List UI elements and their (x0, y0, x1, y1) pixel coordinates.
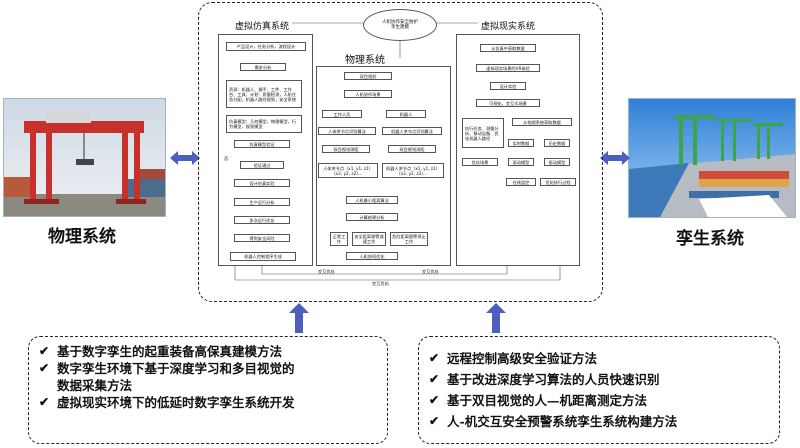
checkmark-icon: ✔ (429, 372, 440, 386)
method-item-continuation: 数据采集方法 (39, 377, 379, 394)
left-step-6: 验证通过 (240, 161, 284, 169)
method-item: ✔ 基于双目视觉的人—机距离测定方法 (429, 390, 771, 411)
method-text: 远程控制高级安全验证方法 (447, 351, 598, 366)
right-step-2: 虚拟现实场景的VR体验 (476, 64, 540, 72)
left-step-9: 多次运行优化 (234, 216, 290, 224)
center-step-stereo-right: 双目视觉测距 (388, 145, 436, 153)
checkmark-icon: ✔ (429, 414, 440, 428)
center-step-optimize: 人机协同优化 (346, 252, 398, 260)
method-item: ✔ 虚拟现实环境下的低延时数字孪生系统开发 (39, 394, 379, 411)
center-step-robot-joint-algo: 机器人关节点识别算法 (382, 127, 442, 135)
method-item: ✔ 数字孪生环境下基于深度学习和多目视觉的 (39, 360, 379, 377)
checkmark-icon: ✔ (429, 393, 440, 407)
left-step-5: 仿真模型验证 (234, 140, 290, 148)
left-step-10: 得到安全风险 (234, 234, 290, 242)
feedback-label-2: 交互优化 (422, 269, 439, 274)
physical-crane-photo (3, 98, 166, 217)
right-step-9: 驱动模型 (508, 158, 534, 166)
left-step-7: 设计仿真实验 (234, 179, 290, 187)
method-text: 数字孪生环境下基于深度学习和多目视觉的 (57, 361, 295, 376)
method-text: 基于双目视觉的人—机距离测定方法 (447, 393, 648, 408)
left-double-arrow (170, 151, 200, 165)
method-item: ✔ 人-机交互安全预警系统孪生系统构建方法 (429, 411, 771, 432)
left-step-8: 生产运行分析 (234, 198, 290, 206)
right-step-8: 历史数据 (544, 139, 570, 147)
center-step-min-distance: 人机最小距离算法 (346, 196, 398, 204)
left-up-arrow (289, 303, 309, 333)
checkmark-icon: ✔ (39, 344, 50, 358)
center-step-worker: 工作人员 (322, 110, 362, 118)
right-step-5: 执行任务、测量分析、移动设备、优化机器人路径 (462, 118, 504, 148)
center-step-danger-warning: 危险距离报警停止工作 (390, 232, 428, 246)
architecture-diagram-frame (198, 2, 603, 302)
method-list-left: ✔ 基于数字孪生的起重装备高保真建模方法 ✔ 数字孪生环境下基于深度学习和多目视… (28, 336, 388, 444)
left-step-3: 资源：机器人、操手、工件、工作台、工具；计划：质量检测，人机任务分配，机器人路径… (226, 80, 302, 108)
method-text: 基于改进深度学习算法的人员快速识别 (447, 372, 660, 387)
right-step-4: 可视化，交互式场景 (476, 99, 540, 107)
center-step-robot: 机器人 (386, 110, 426, 118)
method-item: ✔ 远程控制高级安全验证方法 (429, 348, 771, 369)
method-text: 虚拟现实环境下的低延时数字孪生系统开发 (57, 395, 295, 410)
center-step-result-analysis: 计算结果分析 (346, 213, 398, 221)
right-step-3: 设计实验 (490, 82, 526, 90)
top-bubble-text: 人机协作安全防护孪生建模 (382, 19, 418, 31)
method-item: ✔ 基于改进深度学习算法的人员快速识别 (429, 369, 771, 390)
right-double-arrow (600, 151, 630, 165)
virtual-simulation-title: 虚拟仿真系统 (232, 19, 293, 32)
right-up-arrow (486, 303, 506, 333)
virtual-reality-panel (456, 34, 580, 266)
center-step-scene: 人机协作场景 (344, 90, 392, 98)
left-step-11: 机器人控制程序生成 (230, 252, 296, 261)
checkmark-icon: ✔ (39, 361, 50, 375)
physical-system-title: 物理系统 (342, 51, 388, 66)
center-step-robot-coords: 机器人关节点（x1, y1, z1）(x2, y2, z2)... (382, 163, 444, 178)
left-step-1: 产品设计，任务分析，流程设计 (226, 42, 306, 51)
feedback-label-3: 交互优化 (372, 281, 389, 286)
virtual-simulation-panel (218, 34, 313, 266)
right-step-1: 从仿真中获取数据 (480, 44, 536, 52)
center-step-normal: 正常工作 (330, 232, 348, 246)
left-step-4: 仿真模型：几何模型，物理模型，行为模型，规则模型 (226, 115, 302, 133)
method-text: 基于数字孪生的起重装备高保真建模方法 (57, 344, 283, 359)
center-step-safe-warning: 安全距离报警减速工作 (352, 232, 386, 246)
method-text: 数据采集方法 (57, 378, 133, 393)
checkmark-icon: ✔ (39, 395, 50, 409)
top-bubble: 人机协作安全防护孪生建模 (363, 9, 437, 41)
checkmark-icon: ✔ (429, 351, 440, 365)
center-step-human-coords: 人体关节点（x1, y1, z1）(x2, y2, z2)... (318, 163, 378, 178)
method-list-right: ✔ 远程控制高级安全验证方法 ✔ 基于改进深度学习算法的人员快速识别 ✔ 基于双… (418, 336, 780, 444)
right-step-7: 实时数据 (508, 139, 534, 147)
right-step-12: 在线监控 (506, 178, 536, 186)
twin-system-label: 孪生系统 (676, 229, 744, 249)
virtual-reality-title: 虚拟现实系统 (478, 19, 539, 32)
center-step-stereo-left: 双目视觉测距 (322, 145, 370, 153)
method-item: ✔ 基于数字孪生的起重装备高保真建模方法 (39, 343, 379, 360)
method-text: 人-机交互安全预警系统孪生系统构建方法 (447, 414, 678, 429)
left-no-label: 否 (224, 156, 229, 161)
feedback-label-1: 交互优化 (318, 269, 335, 274)
right-step-10: 驱动模型 (544, 158, 570, 166)
left-step-2: 需求分析 (240, 63, 286, 71)
physical-system-label: 物理系统 (48, 227, 116, 247)
right-step-13: 优化执行过程 (540, 178, 576, 186)
center-step-human-joint-algo: 人体关节点识别算法 (318, 127, 376, 135)
twin-port-render (628, 98, 796, 218)
center-step-camera: 双目相机 (344, 72, 392, 80)
right-step-6: 从物理系统获取数据 (512, 118, 572, 126)
right-step-11: 优化场景 (462, 158, 498, 166)
